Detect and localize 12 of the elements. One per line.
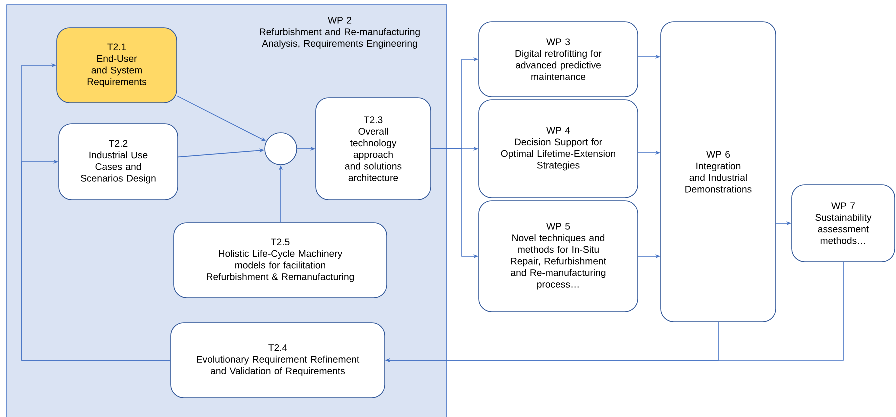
- junction-circle: [264, 132, 298, 166]
- task-box: T2.1 End-User and System Requirements: [56, 28, 178, 104]
- task-box: WP 7 Sustainability assessment methods…: [792, 184, 896, 262]
- task-box: T2.2 Industrial Use Cases and Scenarios Design: [58, 124, 178, 200]
- task-box: T2.5 Holistic Life-Cycle Machinery models for facilitation Refurbishment & Remanufacturing: [174, 222, 388, 298]
- task-box: WP 5 Novel techniques and methods for In-Situ Repair, Refurbishment and Re-manufacturing process…: [478, 200, 638, 312]
- task-box: WP 4 Decision Support for Optimal Lifetime-Extension Strategies: [478, 100, 638, 198]
- task-box: T2.4 Evolutionary Requirement Refinement and Validation of Requirements: [170, 322, 386, 398]
- task-box: WP 6 Integration and Industrial Demonstrations: [660, 22, 776, 322]
- arrow: [22, 160, 172, 361]
- task-box: T2.3 Overall technology approach and solutions architecture: [316, 98, 432, 200]
- task-box: WP 3 Digital retrofitting for advanced predictive maintenance: [478, 22, 638, 98]
